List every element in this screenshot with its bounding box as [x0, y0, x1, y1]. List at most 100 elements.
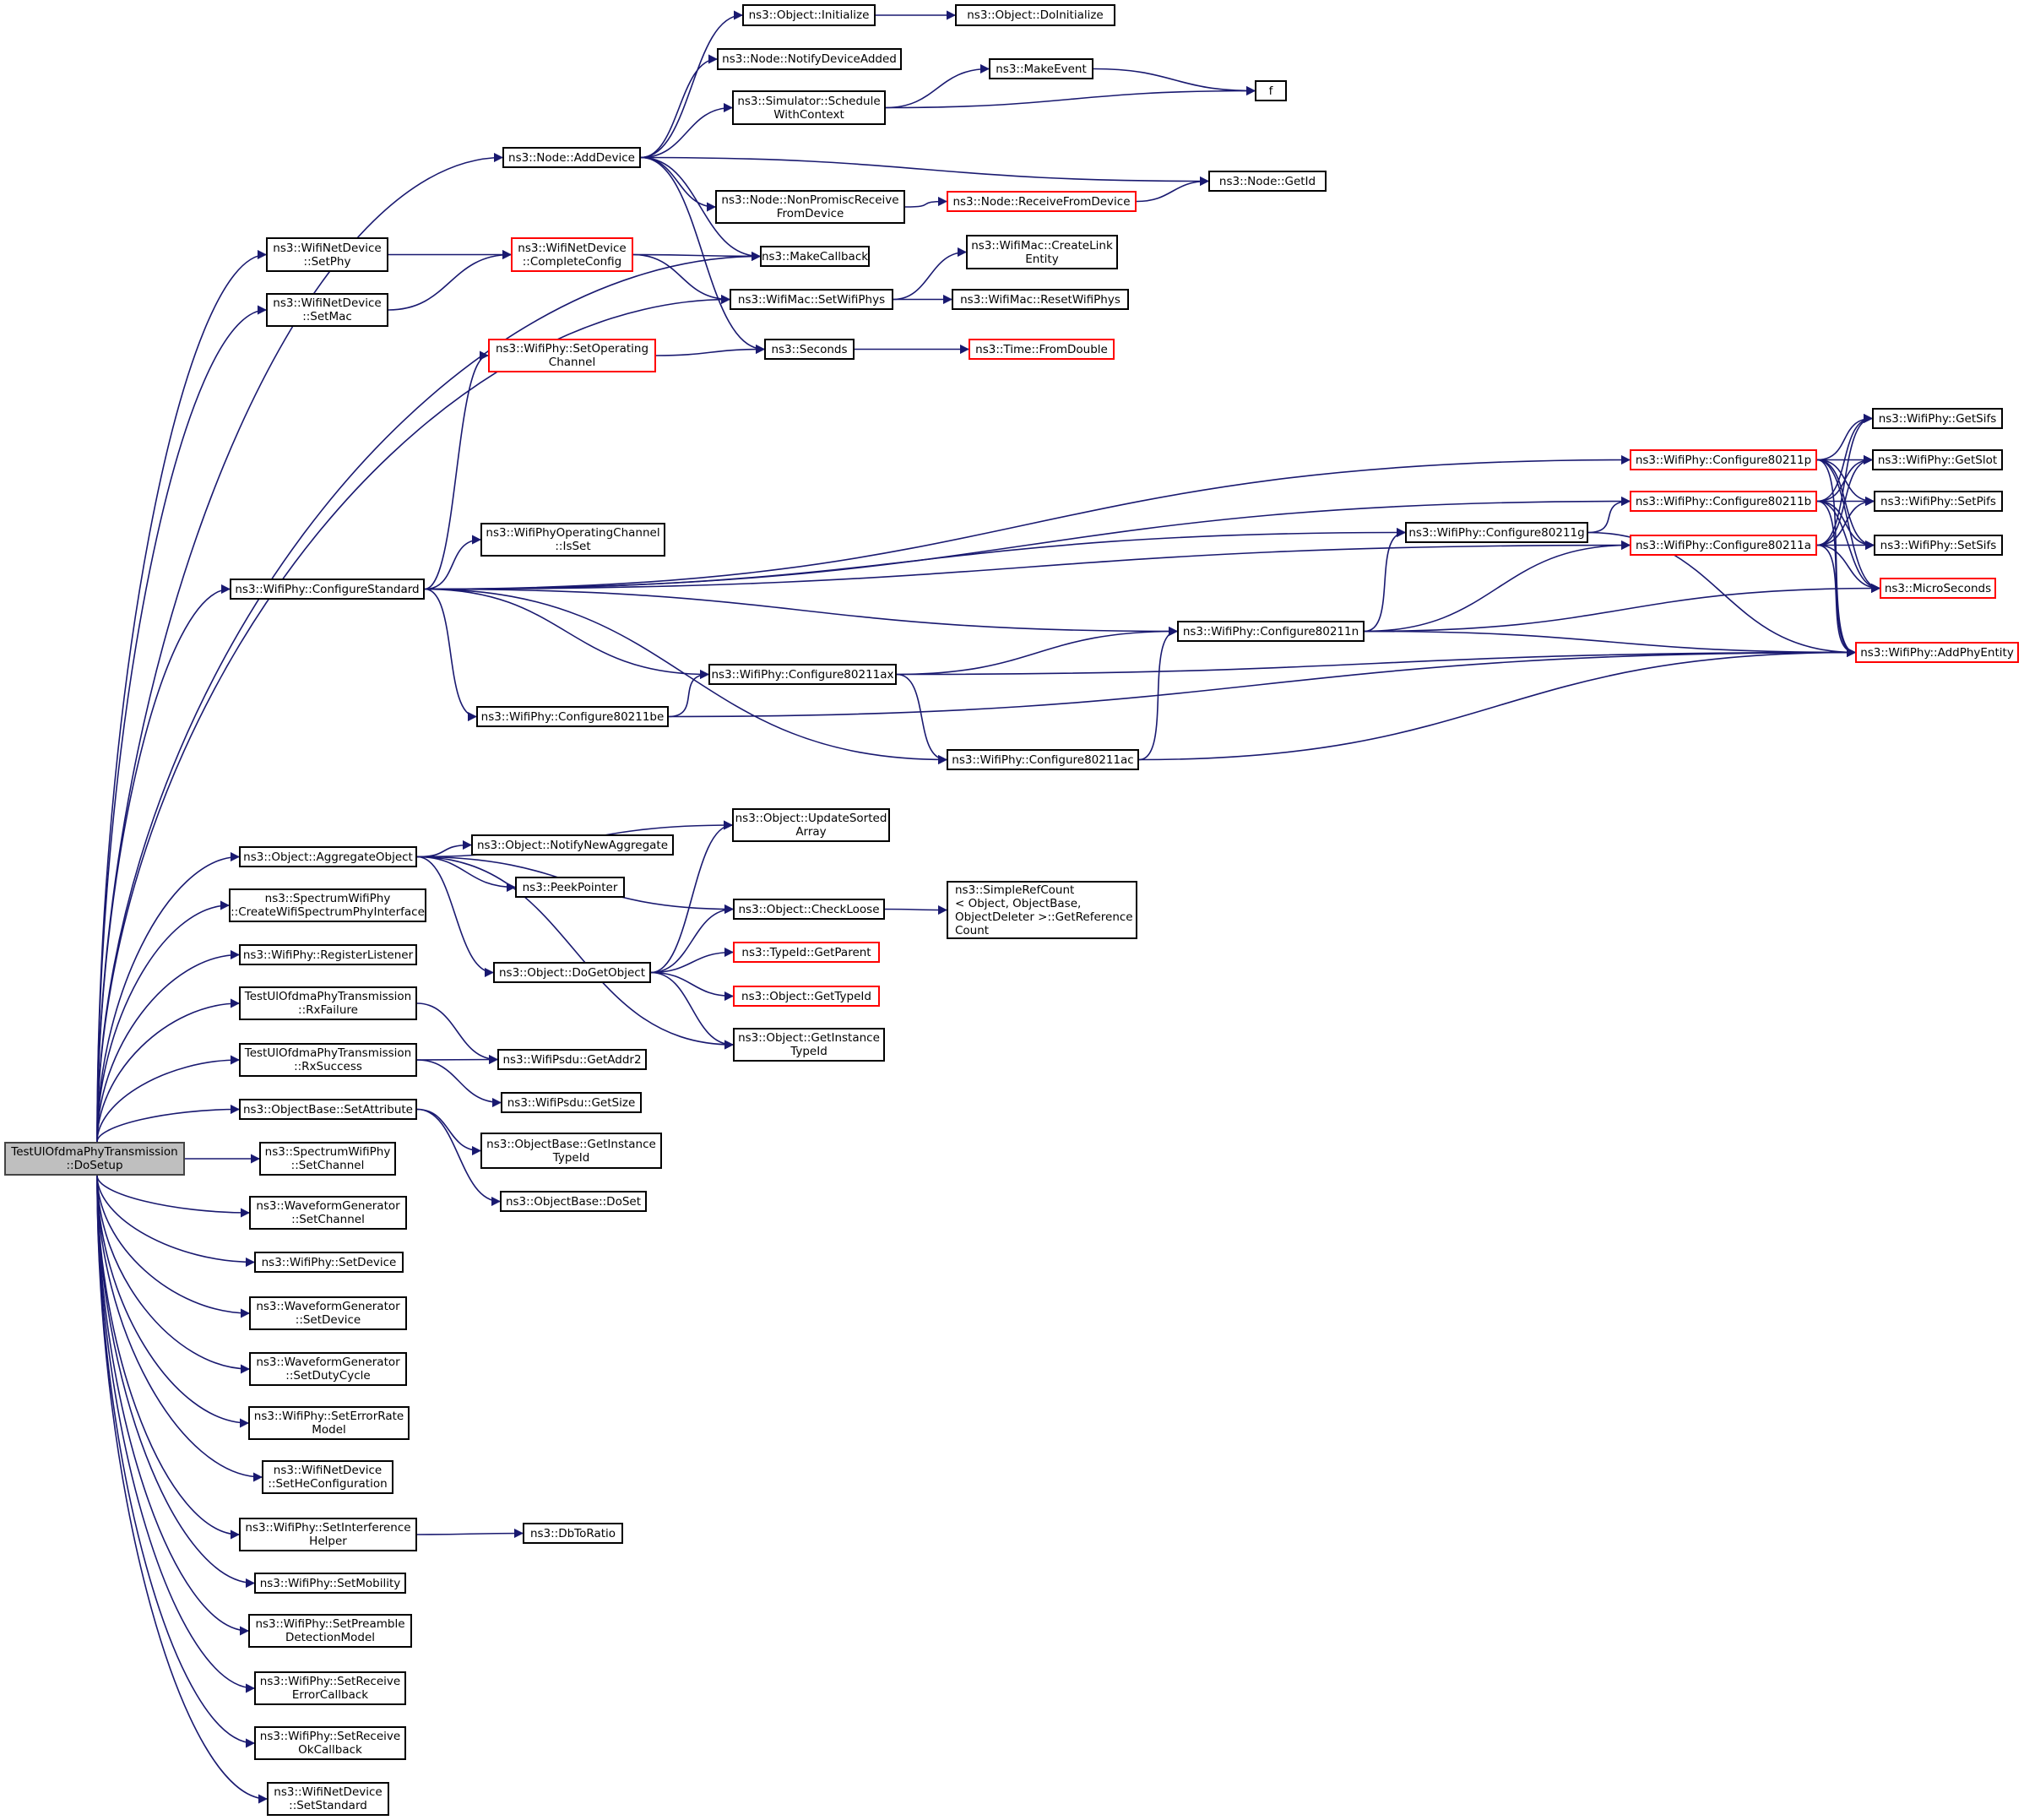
edge-c11ac-to-add-phy-ent — [1138, 647, 1857, 761]
node-peek-ptr[interactable]: ns3::PeekPointer — [515, 877, 625, 898]
node-notify-new-agg[interactable]: ns3::Object::NotifyNewAggregate — [471, 834, 674, 856]
node-sched-ctx[interactable]: ns3::Simulator::Schedule WithContext — [732, 90, 886, 125]
edge-c11g-to-c11b — [1587, 496, 1631, 534]
node-reg-listener[interactable]: ns3::WifiPhy::RegisterListener — [239, 944, 417, 965]
node-get-size[interactable]: ns3::WifiPsdu::GetSize — [501, 1092, 642, 1113]
edge-sched-ctx-to-f — [885, 85, 1256, 109]
edge-do-setup-to-rx-failure — [96, 998, 241, 1143]
node-c11p[interactable]: ns3::WifiPhy::Configure80211p — [1630, 449, 1817, 470]
node-get-type-id[interactable]: ns3::Object::GetTypeId — [733, 986, 880, 1007]
node-set-rx-err[interactable]: ns3::WifiPhy::SetReceive ErrorCallback — [254, 1671, 406, 1705]
edge-recv-from-dev-to-get-id — [1136, 176, 1210, 203]
node-get-slot[interactable]: ns3::WifiPhy::GetSlot — [1872, 449, 2003, 470]
edge-set-mac-to-complete-config — [388, 249, 513, 311]
node-wgset-dev[interactable]: ns3::WaveformGenerator ::SetDevice — [249, 1296, 407, 1330]
node-ref-count[interactable]: ns3::SimpleRefCount < Object, ObjectBase… — [947, 881, 1137, 939]
edge-c11a-to-micro-sec — [1816, 544, 1881, 594]
node-micro-sec[interactable]: ns3::MicroSeconds — [1880, 578, 1996, 599]
node-get-sifs[interactable]: ns3::WifiPhy::GetSifs — [1872, 408, 2003, 429]
node-obj-get-inst[interactable]: ns3::Object::GetInstance TypeId — [733, 1028, 885, 1062]
edge-set-attr-to-do-set — [416, 1108, 502, 1207]
edge-c11a-to-add-phy-ent — [1816, 544, 1857, 658]
edge-do-setup-to-set-attr — [96, 1104, 241, 1143]
edge-set-op-chan-to-seconds — [655, 344, 766, 356]
node-seconds[interactable]: ns3::Seconds — [764, 339, 855, 360]
edge-set-wifi-phys-to-create-link — [893, 247, 968, 301]
edge-c11n-to-add-phy-ent — [1364, 630, 1857, 658]
edge-do-get-obj-to-get-parent — [650, 947, 735, 974]
node-add-device[interactable]: ns3::Node::AddDevice — [502, 147, 641, 168]
node-rx-success[interactable]: TestUlOfdmaPhyTransmission ::RxSuccess — [239, 1043, 417, 1077]
node-wgset-chan[interactable]: ns3::WaveformGenerator ::SetChannel — [249, 1196, 407, 1230]
node-rx-failure[interactable]: TestUlOfdmaPhyTransmission ::RxFailure — [239, 986, 417, 1020]
node-set-mac[interactable]: ns3::WifiNetDevice ::SetMac — [266, 293, 388, 327]
node-set-rx-ok[interactable]: ns3::WifiPhy::SetReceive OkCallback — [254, 1726, 406, 1760]
node-notify-dev-added[interactable]: ns3::Node::NotifyDeviceAdded — [717, 48, 902, 70]
node-c11g[interactable]: ns3::WifiPhy::Configure80211g — [1405, 522, 1588, 543]
node-obj-do-init[interactable]: ns3::Object::DoInitialize — [955, 4, 1115, 26]
node-do-set[interactable]: ns3::ObjectBase::DoSet — [500, 1191, 647, 1212]
node-set-sifs[interactable]: ns3::WifiPhy::SetSifs — [1874, 535, 2003, 556]
edge-non-promisc-to-recv-from-dev — [904, 196, 948, 208]
node-c11b[interactable]: ns3::WifiPhy::Configure80211b — [1630, 491, 1817, 512]
node-set-std[interactable]: ns3::WifiNetDevice ::SetStandard — [267, 1782, 389, 1816]
edge-do-setup-to-set-rx-err — [96, 1175, 256, 1693]
node-c11n[interactable]: ns3::WifiPhy::Configure80211n — [1177, 621, 1365, 642]
node-from-double[interactable]: ns3::Time::FromDouble — [969, 339, 1115, 360]
edge-add-device-to-notify-dev-added — [640, 54, 719, 159]
node-obget-inst[interactable]: ns3::ObjectBase::GetInstance TypeId — [480, 1133, 662, 1169]
node-set-attr[interactable]: ns3::ObjectBase::SetAttribute — [239, 1099, 417, 1120]
node-set-op-chan[interactable]: ns3::WifiPhy::SetOperating Channel — [488, 339, 656, 372]
edge-do-get-obj-to-upd-sorted — [650, 820, 734, 974]
node-reset-wifi-phys[interactable]: ns3::WifiMac::ResetWifiPhys — [952, 289, 1129, 310]
node-set-mob[interactable]: ns3::WifiPhy::SetMobility — [254, 1573, 406, 1594]
edge-add-device-to-non-promisc — [640, 156, 717, 212]
node-db-to-ratio[interactable]: ns3::DbToRatio — [523, 1523, 623, 1544]
node-set-he-conf[interactable]: ns3::WifiNetDevice ::SetHeConfiguration — [262, 1460, 393, 1494]
node-set-err-rate[interactable]: ns3::WifiPhy::SetErrorRate Model — [248, 1406, 410, 1440]
node-make-callback[interactable]: ns3::MakeCallback — [760, 246, 870, 267]
edge-conf-std-to-c11ac — [424, 588, 948, 765]
edge-do-setup-to-agg-obj — [96, 851, 241, 1143]
node-c11be[interactable]: ns3::WifiPhy::Configure80211be — [476, 706, 669, 727]
node-upd-sorted[interactable]: ns3::Object::UpdateSorted Array — [732, 808, 890, 842]
node-get-id[interactable]: ns3::Node::GetId — [1208, 171, 1327, 192]
node-c11a[interactable]: ns3::WifiPhy::Configure80211a — [1630, 535, 1817, 556]
edge-c11n-to-c11g — [1364, 527, 1407, 633]
edge-do-setup-to-wgset-chan — [96, 1175, 251, 1218]
node-is-set[interactable]: ns3::WifiPhyOperatingChannel ::IsSet — [480, 523, 665, 557]
node-non-promisc[interactable]: ns3::Node::NonPromiscReceive FromDevice — [715, 190, 905, 224]
node-get-parent[interactable]: ns3::TypeId::GetParent — [733, 942, 880, 963]
node-set-wifi-phys[interactable]: ns3::WifiMac::SetWifiPhys — [730, 289, 893, 310]
node-set-preamble[interactable]: ns3::WifiPhy::SetPreamble DetectionModel — [248, 1614, 412, 1648]
node-wgduty[interactable]: ns3::WaveformGenerator ::SetDutyCycle — [249, 1352, 407, 1386]
node-set-pifs[interactable]: ns3::WifiPhy::SetPifs — [1874, 491, 2003, 512]
node-add-phy-ent[interactable]: ns3::WifiPhy::AddPhyEntity — [1855, 642, 2019, 663]
node-create-iface[interactable]: ns3::SpectrumWifiPhy ::CreateWifiSpectru… — [229, 888, 426, 922]
node-f[interactable]: f — [1255, 80, 1287, 101]
edge-conf-std-to-c11be — [424, 588, 478, 722]
node-check-loose[interactable]: ns3::Object::CheckLoose — [733, 899, 885, 920]
node-swpset-chan[interactable]: ns3::SpectrumWifiPhy ::SetChannel — [259, 1142, 396, 1176]
node-conf-std[interactable]: ns3::WifiPhy::ConfigureStandard — [230, 579, 425, 600]
node-make-event[interactable]: ns3::MakeEvent — [989, 58, 1093, 79]
edge-do-setup-to-wgset-dev — [96, 1175, 251, 1318]
node-set-intf[interactable]: ns3::WifiPhy::SetInterference Helper — [239, 1518, 417, 1551]
node-c11ac[interactable]: ns3::WifiPhy::Configure80211ac — [947, 749, 1139, 770]
edge-rx-success-to-get-size — [416, 1059, 502, 1108]
node-do-get-obj[interactable]: ns3::Object::DoGetObject — [493, 962, 651, 983]
node-agg-obj[interactable]: ns3::Object::AggregateObject — [239, 846, 417, 867]
node-set-device[interactable]: ns3::WifiPhy::SetDevice — [254, 1252, 404, 1273]
node-c11ax[interactable]: ns3::WifiPhy::Configure80211ax — [708, 664, 897, 685]
node-get-addr2[interactable]: ns3::WifiPsdu::GetAddr2 — [497, 1049, 647, 1070]
node-set-phy[interactable]: ns3::WifiNetDevice ::SetPhy — [266, 237, 388, 272]
edge-conf-std-to-c11n — [424, 588, 1179, 637]
node-complete-config[interactable]: ns3::WifiNetDevice ::CompleteConfig — [511, 237, 633, 272]
node-recv-from-dev[interactable]: ns3::Node::ReceiveFromDevice — [947, 191, 1137, 212]
edge-do-setup-to-set-mac — [96, 305, 268, 1143]
node-obj-init[interactable]: ns3::Object::Initialize — [742, 4, 876, 26]
node-create-link[interactable]: ns3::WifiMac::CreateLink Entity — [966, 235, 1118, 269]
edge-c11p-to-get-sifs — [1816, 413, 1874, 461]
edge-sched-ctx-to-make-event — [885, 63, 990, 109]
